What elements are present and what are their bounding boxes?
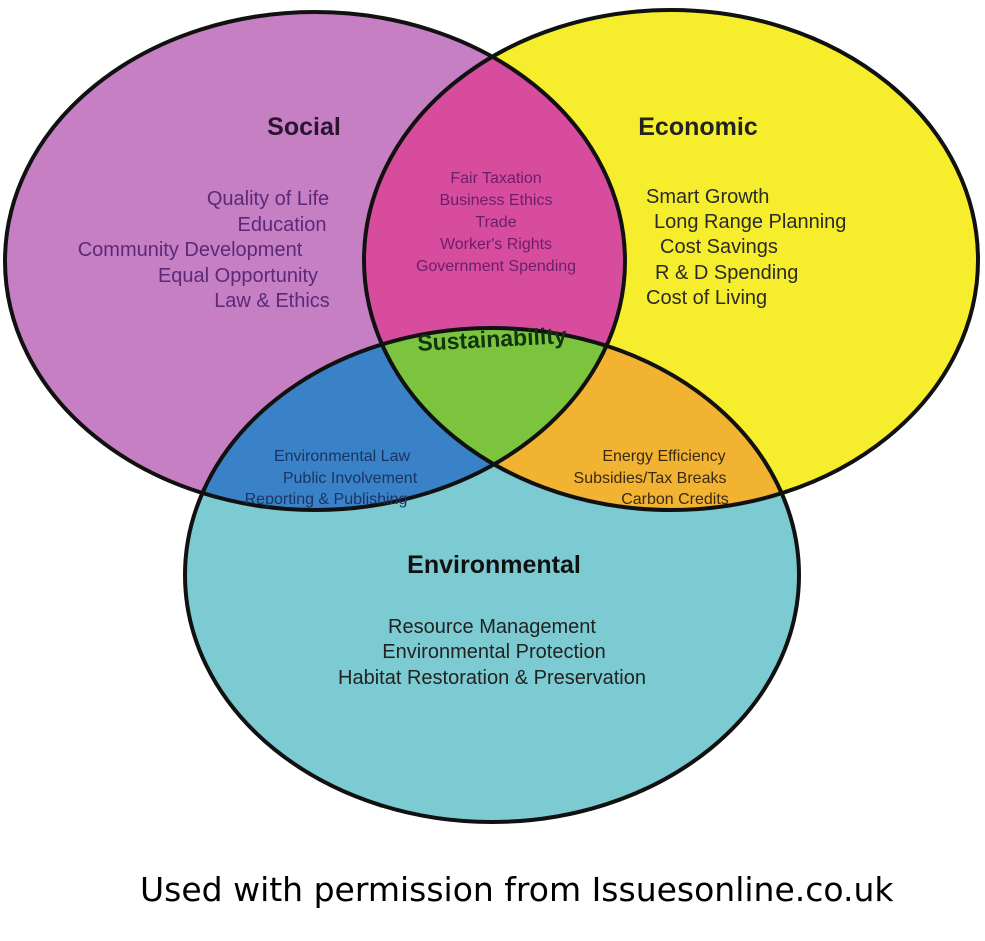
economic-environmental-item: Subsidies/Tax Breaks xyxy=(574,470,727,487)
social-environmental-item: Environmental Law xyxy=(274,448,411,465)
social-item: Equal Opportunity xyxy=(158,265,318,287)
environmental-item: Resource Management xyxy=(388,616,596,638)
economic-item: Cost Savings xyxy=(660,236,778,258)
economic-item: Long Range Planning xyxy=(654,211,846,233)
economic-environmental-overlap xyxy=(364,328,799,510)
social-environmental-item: Reporting & Publishing xyxy=(245,491,408,508)
environmental-title: Environmental xyxy=(407,551,581,579)
economic-item: Cost of Living xyxy=(646,287,767,309)
environmental-item: Environmental Protection xyxy=(382,641,605,663)
social-item: Quality of Life xyxy=(207,188,329,210)
social-economic-item: Fair Taxation xyxy=(450,170,541,187)
environmental-item: Habitat Restoration & Preservation xyxy=(338,667,646,689)
social-item: Education xyxy=(238,214,327,236)
social-economic-item: Business Ethics xyxy=(440,192,553,209)
economic-environmental-item: Carbon Credits xyxy=(621,491,729,508)
social-title: Social xyxy=(267,113,341,141)
economic-item: R & D Spending xyxy=(655,262,798,284)
social-economic-item: Trade xyxy=(475,214,516,231)
social-economic-item: Worker's Rights xyxy=(440,236,552,253)
social-item: Law & Ethics xyxy=(214,290,330,312)
social-environmental-overlap xyxy=(185,328,625,510)
economic-environmental-item: Energy Efficiency xyxy=(602,448,725,465)
social-environmental-item: Public Involvement xyxy=(283,470,418,487)
economic-item: Smart Growth xyxy=(646,186,769,208)
economic-title: Economic xyxy=(638,113,758,141)
permission-caption: Used with permission from Issuesonline.c… xyxy=(140,870,894,909)
social-item: Community Development xyxy=(78,239,303,261)
social-economic-item: Government Spending xyxy=(416,258,576,275)
